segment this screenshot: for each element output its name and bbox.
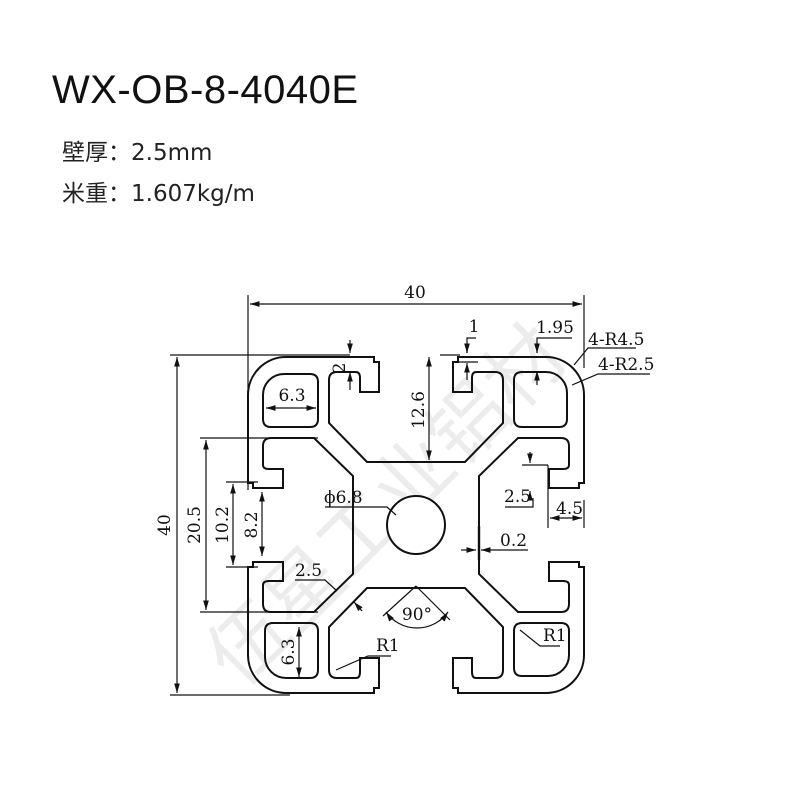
weight-per-meter: 米重：1.607kg/m: [62, 174, 255, 208]
dimension-lines: [170, 295, 650, 696]
dim-2: 2: [330, 363, 350, 374]
dim-4-5: 4.5: [556, 499, 583, 519]
model-title: WX-OB-8-4040E: [52, 68, 359, 112]
dim-1-95: 1.95: [536, 318, 574, 338]
dim-height: 40: [155, 514, 175, 536]
aluminum-profile: [247, 356, 585, 694]
dim-8-2: 8.2: [242, 511, 262, 538]
dim-width: 40: [404, 283, 426, 303]
dim-6-3-bottom: 6.3: [279, 638, 299, 665]
dim-6-3-top: 6.3: [278, 386, 305, 406]
center-hole: [386, 495, 446, 555]
dim-angle-90: 90°: [402, 605, 432, 625]
dim-2-5-left: 2.5: [295, 561, 322, 581]
wall-thickness: 壁厚：2.5mm: [62, 133, 212, 167]
dim-r1-left: R1: [376, 636, 400, 656]
dim-4-r2-5: 4-R2.5: [598, 355, 654, 375]
wall-thickness-label: 壁厚：: [62, 140, 131, 166]
dim-1: 1: [469, 317, 480, 337]
dim-2-5-right: 2.5: [504, 487, 531, 507]
dim-r1-right: R1: [543, 626, 567, 646]
wall-thickness-value: 2.5mm: [131, 140, 213, 166]
dim-0-2: 0.2: [500, 531, 527, 551]
weight-value: 1.607kg/m: [131, 181, 255, 207]
dim-4-r4-5: 4-R4.5: [588, 330, 644, 350]
dim-10-2: 10.2: [213, 506, 233, 544]
dim-12-6: 12.6: [409, 391, 429, 429]
dim-hole-diameter: ϕ6.8: [324, 488, 363, 508]
weight-label: 米重：: [62, 181, 131, 207]
dim-20-5: 20.5: [185, 506, 205, 544]
